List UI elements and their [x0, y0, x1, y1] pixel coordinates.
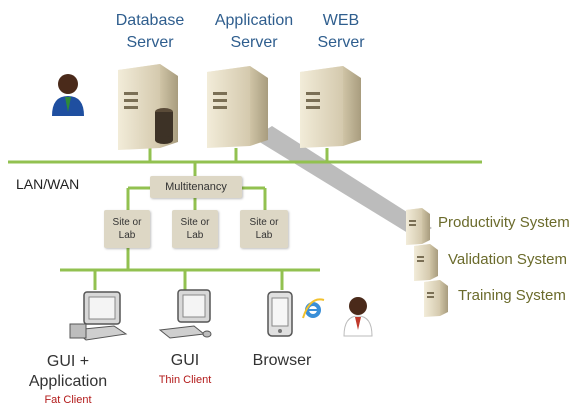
training-system-server-icon	[424, 280, 448, 317]
database-server-icon	[118, 64, 178, 150]
zoom-cone	[253, 126, 432, 238]
web-server-label: WEB Server	[317, 12, 365, 51]
fat-client-computer-icon	[69, 291, 128, 341]
mobile-device-icon	[267, 291, 293, 337]
validation-system-server-icon	[414, 244, 438, 281]
fat-client-sublabel: Fat Client	[44, 394, 92, 406]
validation-system-label: Validation System	[448, 251, 567, 268]
thin-client-label: GUI	[170, 352, 200, 369]
network-label: LAN/WAN	[16, 176, 80, 192]
web-server-icon	[300, 66, 361, 148]
training-system-label: Training System	[458, 287, 566, 304]
browser-label: Browser	[252, 352, 312, 369]
site-box: Site or Lab	[240, 210, 288, 248]
productivity-system-server-icon	[406, 208, 430, 245]
application-server-icon	[207, 66, 268, 148]
site-box: Site or Lab	[172, 210, 218, 248]
thin-client-sublabel: Thin Client	[158, 374, 212, 386]
browser-logo-icon	[302, 298, 325, 319]
productivity-system-label: Productivity System	[438, 214, 570, 231]
fat-client-label: GUI + Application	[28, 353, 108, 390]
multitenancy-box: Multitenancy	[150, 176, 242, 198]
site-box: Site or Lab	[104, 210, 150, 248]
user-icon	[52, 74, 84, 116]
thin-client-computer-icon	[158, 289, 212, 339]
database-server-label: Database Server	[115, 12, 185, 51]
application-server-label: Application Server	[214, 12, 294, 51]
user-icon	[343, 297, 373, 337]
